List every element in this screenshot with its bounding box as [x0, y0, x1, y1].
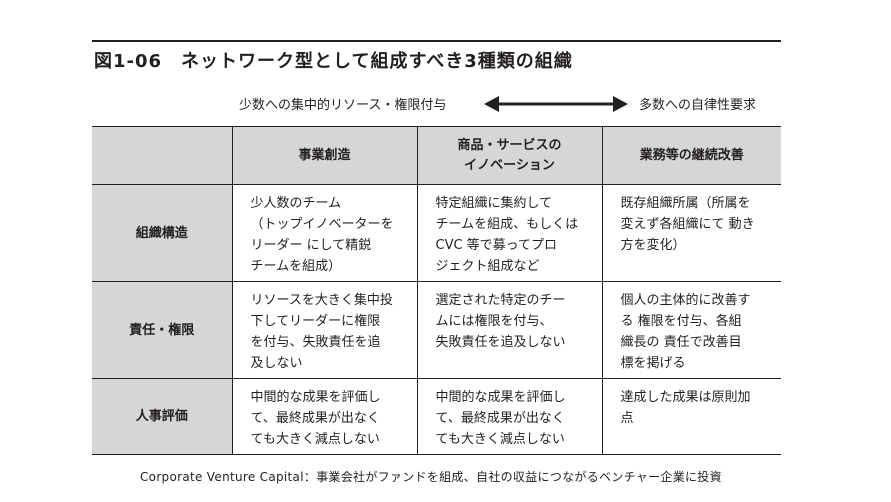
scale-left-label: 少数への集中的リソース・権限付与 — [239, 98, 447, 113]
column-header-product-innovation: 商品・サービスの イノベーション — [416, 126, 603, 185]
table-cell: 中間的な成果を評価し て、最終成果が出なく ても大きく減点しない — [416, 378, 603, 455]
row-header-structure: 組織構造 — [92, 184, 233, 282]
table-cell: 少人数のチーム （トップイノベーターを リーダー にして精鋭 チームを組成） — [231, 184, 418, 282]
figure-title: 図1-06 ネットワーク型として組成すべき3種類の組織 — [94, 51, 573, 72]
footnote: Corporate Venture Capital：事業会社がファンドを組成、自… — [140, 470, 722, 484]
table-row: 責任・権限 リソースを大きく集中投 下してリーダーに権限 を付与、失敗責任を追 … — [92, 281, 781, 379]
table-cell: 既存組織所属（所属を 変えず各組織にて 動き 方を変化） — [601, 184, 781, 282]
table-corner-cell — [92, 126, 233, 185]
table-row: 組織構造 少人数のチーム （トップイノベーターを リーダー にして精鋭 チームを… — [92, 184, 781, 282]
table-cell: リソースを大きく集中投 下してリーダーに権限 を付与、失敗責任を追 及しない — [231, 281, 418, 379]
table-cell: 特定組織に集約して チームを組成、もしくは CVC 等で募ってプロ ジェクト組成… — [416, 184, 603, 282]
table-cell: 中間的な成果を評価し て、最終成果が出なく ても大きく減点しない — [231, 378, 418, 455]
comparison-table: 事業創造 商品・サービスの イノベーション 業務等の継続改善 組織構造 少人数の… — [92, 126, 781, 455]
column-header-business-creation: 事業創造 — [231, 126, 418, 185]
table-header-row: 事業創造 商品・サービスの イノベーション 業務等の継続改善 — [92, 126, 781, 185]
table-cell: 選定された特定のチー ムには権限を付与、 失敗責任を追及しない — [416, 281, 603, 379]
double-arrow-icon — [484, 96, 628, 112]
table-row: 人事評価 中間的な成果を評価し て、最終成果が出なく ても大きく減点しない 中間… — [92, 378, 781, 455]
scale-right-label: 多数への自律性要求 — [639, 98, 757, 113]
table-cell: 達成した成果は原則加 点 — [601, 378, 781, 455]
top-rule — [92, 40, 781, 42]
table-cell: 個人の主体的に改善す る 権限を付与、各組 織長の 責任で改善目 標を掲げる — [601, 281, 781, 379]
row-header-responsibility: 責任・権限 — [92, 281, 233, 379]
row-header-evaluation: 人事評価 — [92, 378, 233, 455]
column-header-continuous-improvement: 業務等の継続改善 — [601, 126, 781, 185]
